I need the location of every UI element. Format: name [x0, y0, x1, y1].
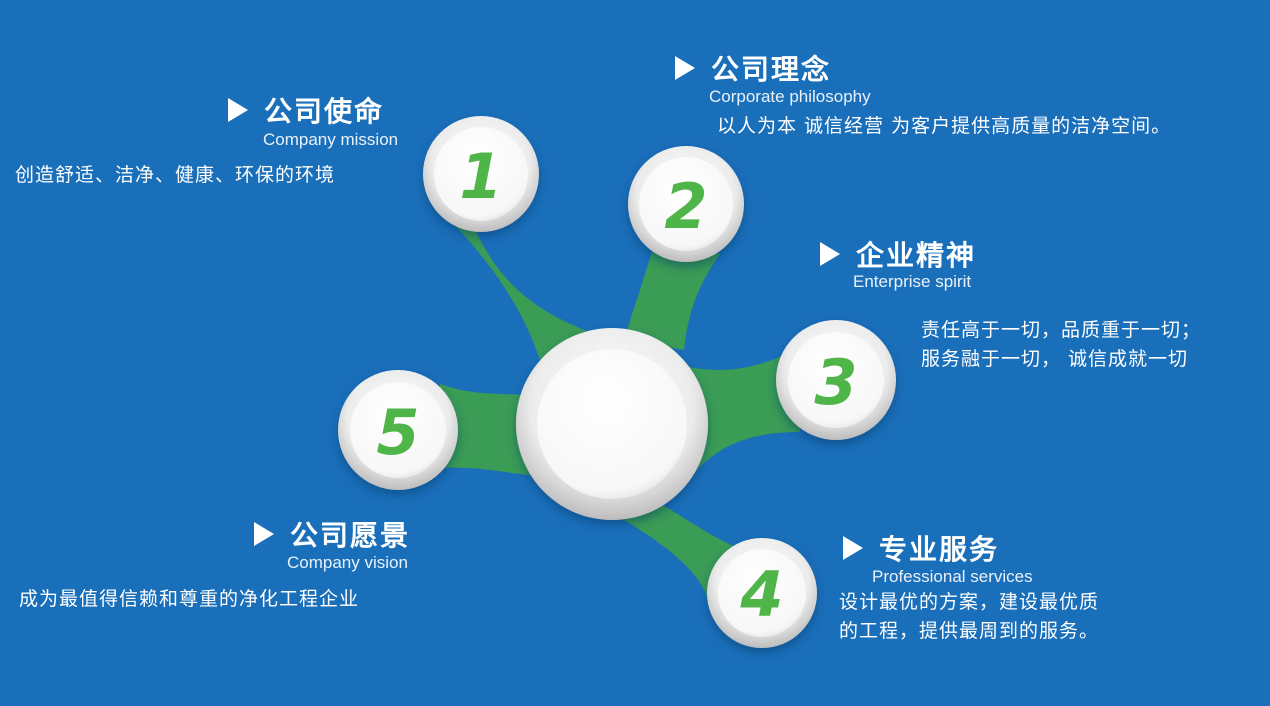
section-2-description-line: 以人为本 诚信经营 为客户提供高质量的洁净空间。: [717, 115, 1172, 137]
circle-4: 4: [707, 538, 817, 648]
section-1-description: 创造舒适、洁净、健康、环保的环境: [15, 161, 335, 190]
section-2-title: 公司理念: [675, 48, 831, 88]
section-3-title-text: 企业精神: [856, 239, 977, 272]
section-5-title-text: 公司愿景: [290, 519, 411, 552]
connector-3: [686, 352, 800, 478]
section-2-description: 以人为本 诚信经营 为客户提供高质量的洁净空间。: [717, 112, 1171, 141]
circle-number-3: 3: [814, 346, 857, 419]
circle-number-5: 5: [376, 396, 419, 469]
circle-3: 3: [776, 320, 896, 440]
center-hub: [516, 328, 708, 520]
section-5-subtitle: Company vision: [287, 553, 408, 572]
section-4-subtitle: Professional services: [872, 567, 1033, 586]
section-3-description-line-1: 责任高于一切，品质重于一切；: [921, 319, 1202, 341]
connector-5: [440, 384, 540, 476]
section-5-title: 公司愿景: [254, 514, 410, 554]
circle-2: 2: [628, 146, 744, 262]
play-arrow-icon: [820, 242, 840, 266]
play-arrow-icon: [843, 536, 863, 560]
circle-5: 5: [338, 370, 458, 490]
section-4-description: 设计最优的方案，建设最优质 的工程，提供最周到的服务。: [839, 588, 1099, 646]
circle-1: 1: [423, 116, 539, 232]
section-1-description-line: 创造舒适、洁净、健康、环保的环境: [15, 164, 336, 186]
circle-number-2: 2: [664, 170, 707, 243]
section-4-title-text: 专业服务: [879, 533, 1000, 566]
section-3-description-line-2: 服务融于一切， 诚信成就一切: [921, 348, 1189, 370]
section-1-title-text: 公司使命: [264, 95, 385, 128]
connector-1: [440, 210, 604, 360]
section-3-description: 责任高于一切，品质重于一切； 服务融于一切， 诚信成就一切: [921, 316, 1201, 374]
section-5-description-line: 成为最值得信赖和尊重的净化工程企业: [19, 588, 360, 610]
section-1-subtitle: Company mission: [263, 130, 399, 149]
play-arrow-icon: [254, 522, 274, 546]
play-arrow-icon: [228, 98, 248, 122]
section-4-title: 专业服务: [843, 528, 999, 568]
circle-number-1: 1: [459, 140, 502, 213]
section-3-title: 企业精神: [820, 234, 976, 274]
section-5-description: 成为最值得信赖和尊重的净化工程企业: [19, 585, 359, 614]
section-4-description-line-1: 设计最优的方案，建设最优质: [839, 591, 1100, 613]
section-2-title-text: 公司理念: [711, 53, 832, 86]
section-3-subtitle: Enterprise spirit: [853, 272, 972, 291]
section-4-description-line-2: 的工程，提供最周到的服务。: [839, 620, 1100, 642]
circle-number-4: 4: [739, 558, 783, 631]
play-arrow-icon: [675, 56, 695, 80]
section-2-subtitle: Corporate philosophy: [709, 87, 871, 106]
section-1-title: 公司使命: [228, 90, 384, 130]
connector-2: [624, 252, 720, 350]
